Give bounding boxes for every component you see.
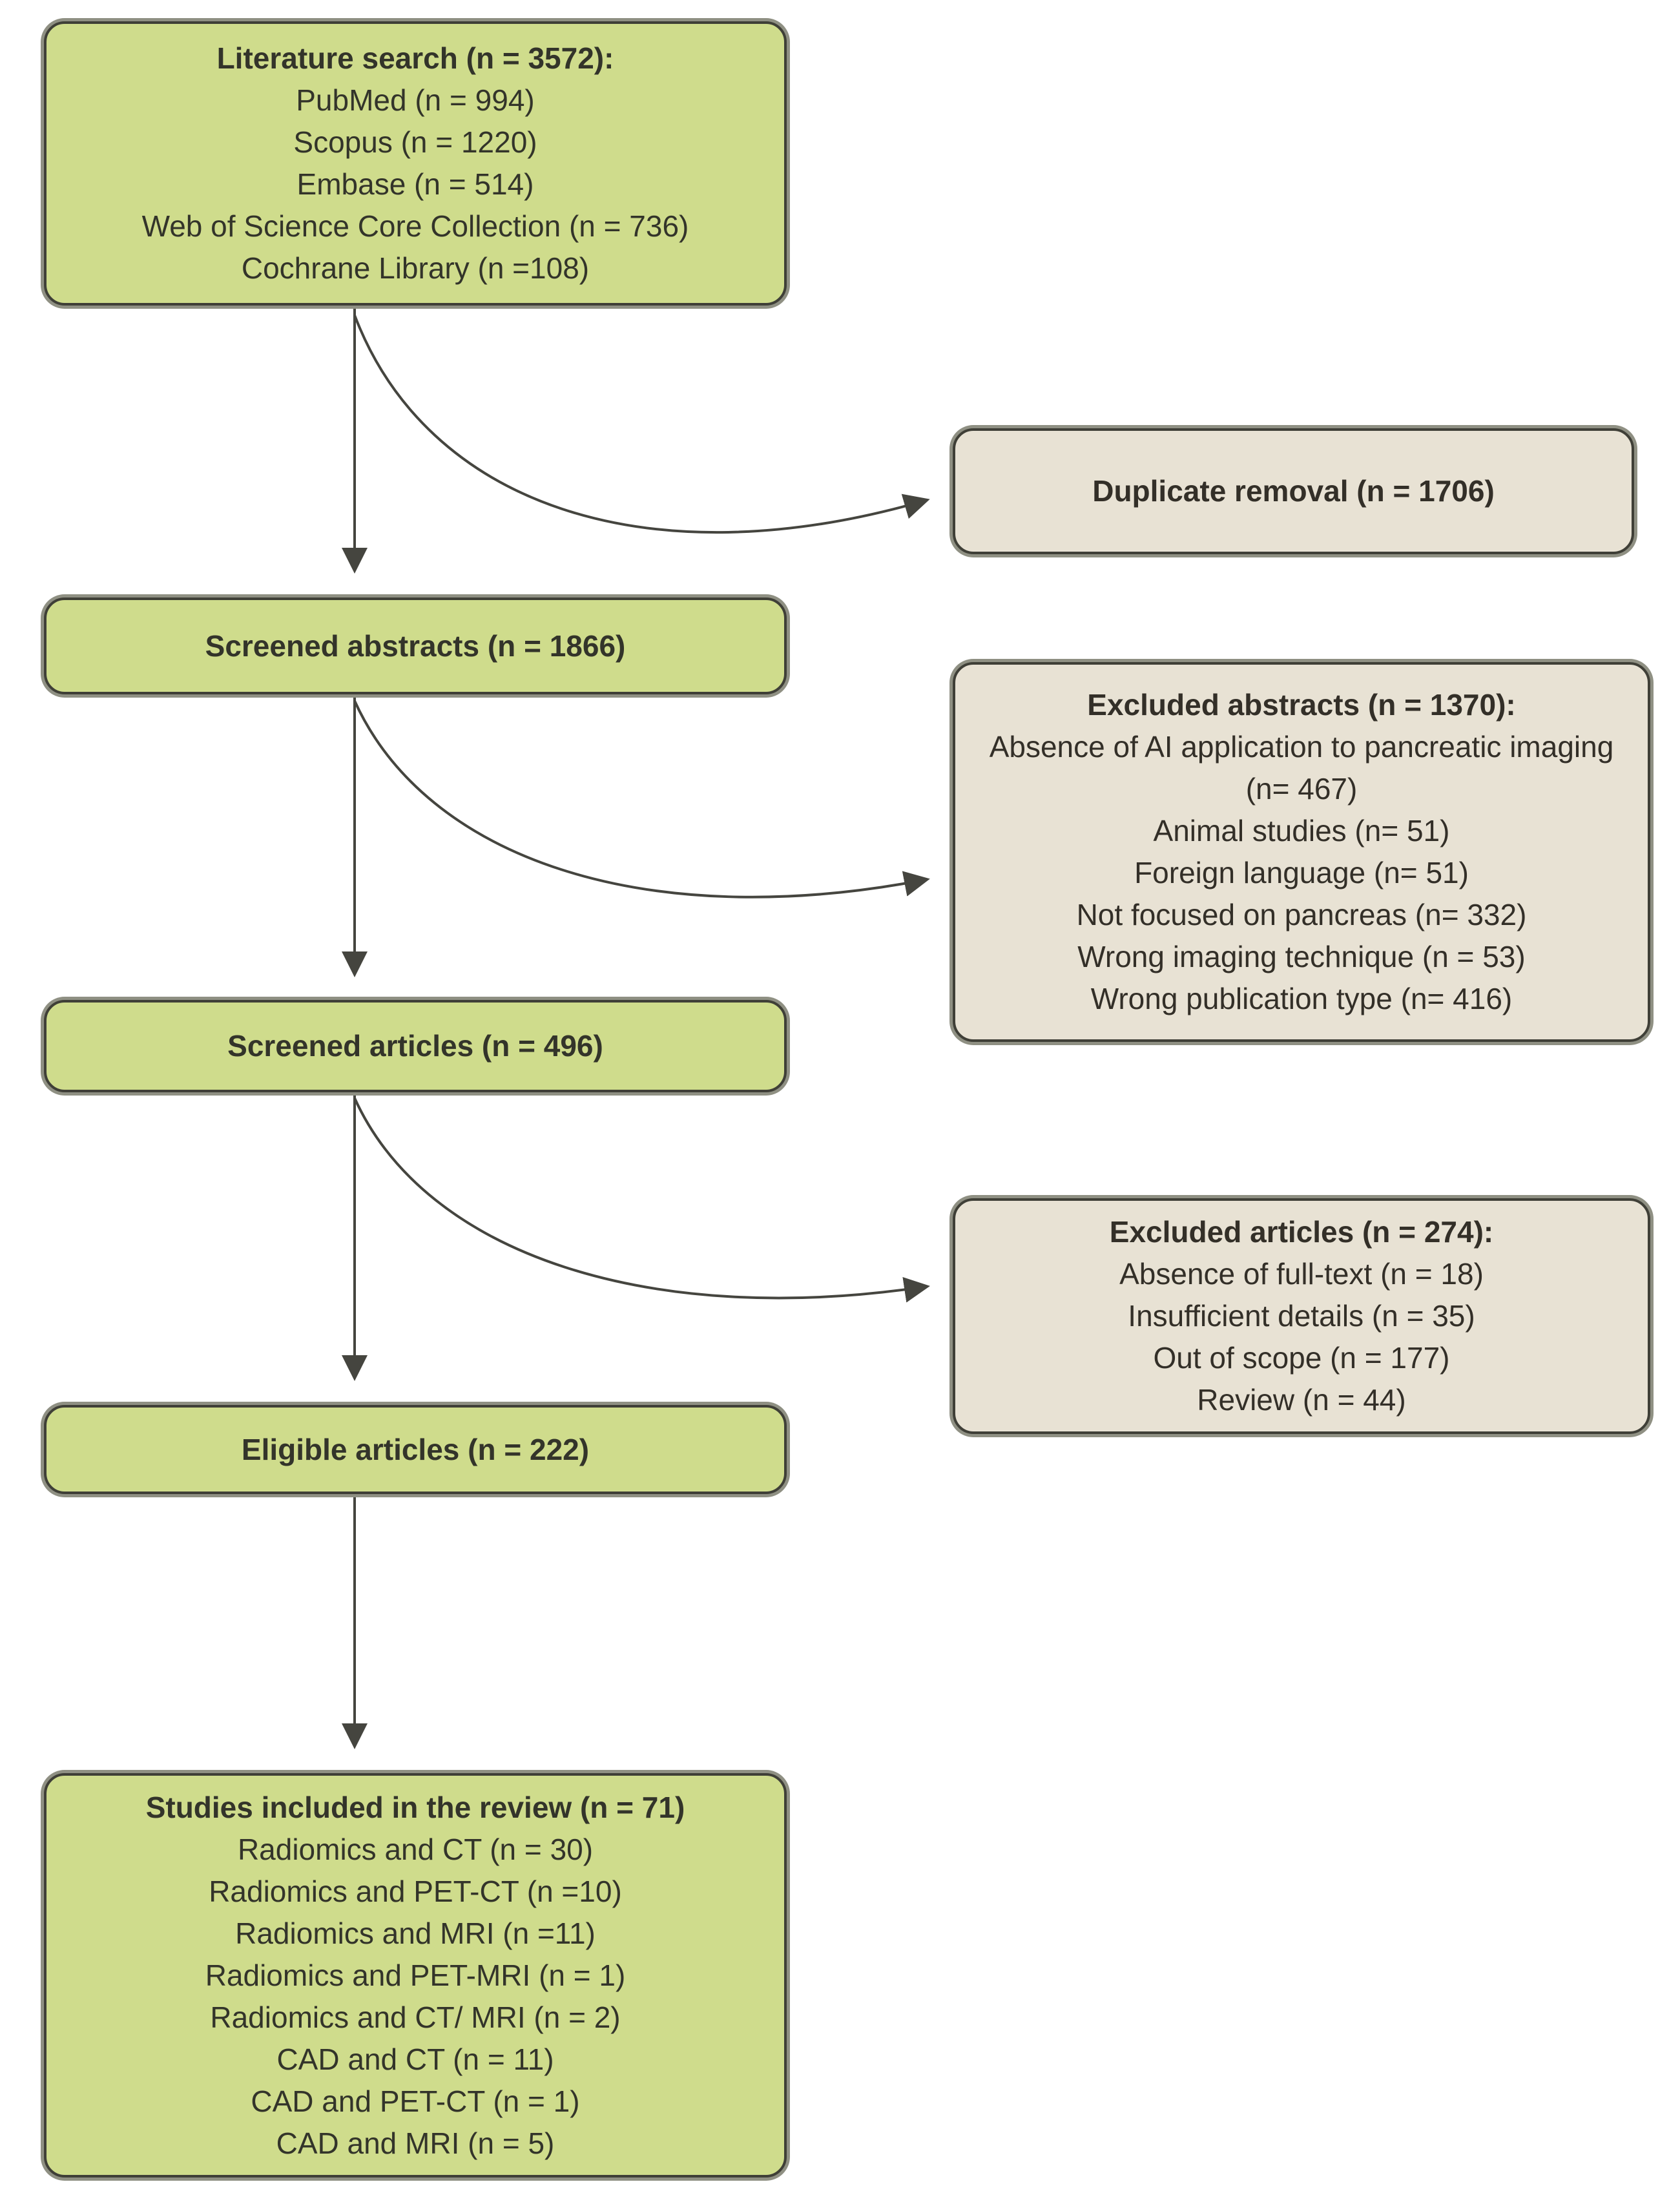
studies-included-box: Studies included in the review (n = 71) … xyxy=(44,1773,787,2177)
arrow-screened-abstracts-to-excluded-abstracts xyxy=(353,700,930,899)
box-line: Web of Science Core Collection (n = 736) xyxy=(141,209,689,243)
box-line: Radiomics and MRI (n =11) xyxy=(235,1916,596,1950)
box-line: CAD and MRI (n = 5) xyxy=(276,2126,555,2160)
box-line: Radiomics and CT (n = 30) xyxy=(237,1832,594,1866)
box-line: PubMed (n = 994) xyxy=(296,83,535,117)
arrow-screened-articles-to-excluded-articles xyxy=(353,1097,930,1303)
box-title: Screened articles (n = 496) xyxy=(227,1029,603,1063)
box-title: Excluded abstracts (n = 1370): xyxy=(1087,688,1516,722)
eligible-articles-box: Eligible articles (n = 222) xyxy=(44,1405,787,1494)
box-line: Wrong imaging technique (n = 53) xyxy=(1077,940,1526,973)
box-line: Absence of full-text (n = 18) xyxy=(1119,1257,1484,1291)
box-line: Out of scope (n = 177) xyxy=(1153,1341,1450,1375)
box-line: Radiomics and PET-MRI (n = 1) xyxy=(205,1958,626,1992)
box-line: Wrong publication type (n= 416) xyxy=(1090,982,1513,1015)
box-line: Absence of AI application to pancreatic … xyxy=(989,730,1614,805)
box-title: Excluded articles (n = 274): xyxy=(1109,1215,1494,1249)
box-title: Studies included in the review (n = 71) xyxy=(145,1790,685,1824)
excluded-articles-box: Excluded articles (n = 274): Absence of … xyxy=(953,1198,1650,1434)
box-title: Eligible articles (n = 222) xyxy=(241,1432,590,1466)
duplicate-removal-box: Duplicate removal (n = 1706) xyxy=(953,428,1634,554)
box-line: Animal studies (n= 51) xyxy=(1153,814,1450,847)
box-line: Cochrane Library (n =108) xyxy=(241,251,590,285)
box-title: Duplicate removal (n = 1706) xyxy=(1092,474,1495,508)
box-line: Embase (n = 514) xyxy=(296,167,534,201)
box-line: CAD and CT (n = 11) xyxy=(276,2042,554,2076)
screened-abstracts-box: Screened abstracts (n = 1866) xyxy=(44,598,787,694)
box-line: CAD and PET-CT (n = 1) xyxy=(251,2084,580,2118)
box-line: Review (n = 44) xyxy=(1197,1383,1406,1417)
box-line: Radiomics and CT/ MRI (n = 2) xyxy=(210,2000,621,2034)
excluded-abstracts-box: Excluded abstracts (n = 1370): Absence o… xyxy=(953,662,1650,1042)
screened-articles-box: Screened articles (n = 496) xyxy=(44,1000,787,1092)
box-line: Insufficient details (n = 35) xyxy=(1128,1299,1475,1333)
box-line: Radiomics and PET-CT (n =10) xyxy=(209,1874,622,1908)
box-line: Scopus (n = 1220) xyxy=(293,125,537,159)
literature-search-box: Literature search (n = 3572): PubMed (n … xyxy=(44,21,787,306)
box-line: Not focused on pancreas (n= 332) xyxy=(1076,898,1527,931)
arrow-literature-to-duplicate-removal xyxy=(353,315,930,534)
box-title: Literature search (n = 3572): xyxy=(216,41,614,75)
box-line: Foreign language (n= 51) xyxy=(1134,856,1469,889)
box-title: Screened abstracts (n = 1866) xyxy=(205,629,626,663)
